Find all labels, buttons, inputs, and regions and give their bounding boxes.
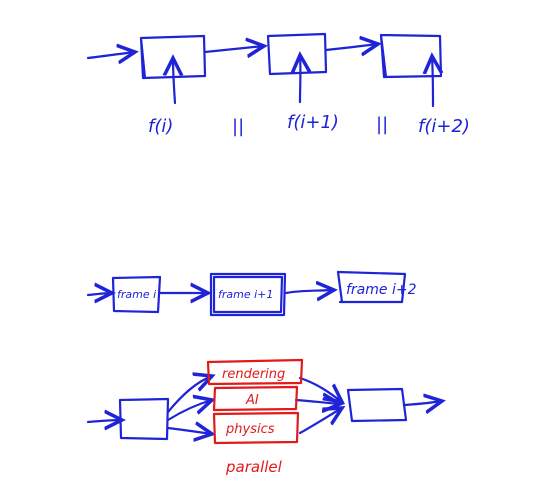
label-f-i-plus-1: f(i+1) — [287, 112, 339, 133]
parallel-label: parallel — [225, 458, 283, 476]
frame-box-2 — [209, 272, 287, 317]
top-arrow-1-2 — [203, 46, 264, 52]
task-label-ai: AI — [245, 393, 259, 408]
bottom-entry-arrow — [86, 420, 122, 422]
task-label-rendering: rendering — [222, 367, 285, 382]
bottom-exit-arrow — [403, 401, 442, 405]
frame-label-3: frame i+2 — [346, 282, 417, 298]
frame-arrow-2-3 — [284, 290, 334, 293]
label-parallel-bars-2: || — [376, 114, 388, 135]
label-f-i: f(i) — [148, 116, 173, 137]
frame-box-1 — [111, 275, 162, 314]
fanout-arrow-ai — [166, 400, 212, 422]
top-box-2 — [266, 32, 328, 76]
frame-box-3-left — [336, 270, 344, 304]
join-arrow-physics — [298, 408, 342, 435]
bottom-box-1 — [118, 397, 170, 441]
fanout-arrow-physics — [166, 428, 212, 434]
frame-box-3 — [336, 270, 407, 304]
task-box-rendering — [206, 358, 304, 386]
top-chain — [86, 32, 443, 108]
task-box-ai — [212, 385, 299, 412]
label-parallel-bars-1: || — [232, 116, 244, 137]
top-box-3 — [379, 33, 443, 79]
fanout-arrow-rendering — [166, 376, 212, 414]
task-box-physics — [212, 411, 300, 445]
top-arrow-2-3 — [324, 44, 378, 50]
label-f-i-plus-2: f(i+2) — [418, 116, 470, 137]
join-arrow-ai — [294, 400, 340, 404]
input-arrow-3 — [432, 56, 433, 108]
frame-label-2: frame i+1 — [218, 288, 273, 301]
frame-label-1: frame i — [117, 288, 156, 301]
frame-entry-arrow — [86, 293, 112, 295]
bottom-box-2 — [346, 387, 408, 423]
top-box-1 — [139, 34, 207, 80]
frame-chain — [86, 270, 407, 317]
join-arrow-rendering — [298, 376, 342, 402]
parallel-diagram — [86, 376, 442, 441]
top-entry-arrow — [86, 52, 135, 58]
parallel-task-boxes — [206, 358, 304, 445]
task-label-physics: physics — [225, 422, 275, 437]
input-arrow-1 — [173, 58, 175, 105]
